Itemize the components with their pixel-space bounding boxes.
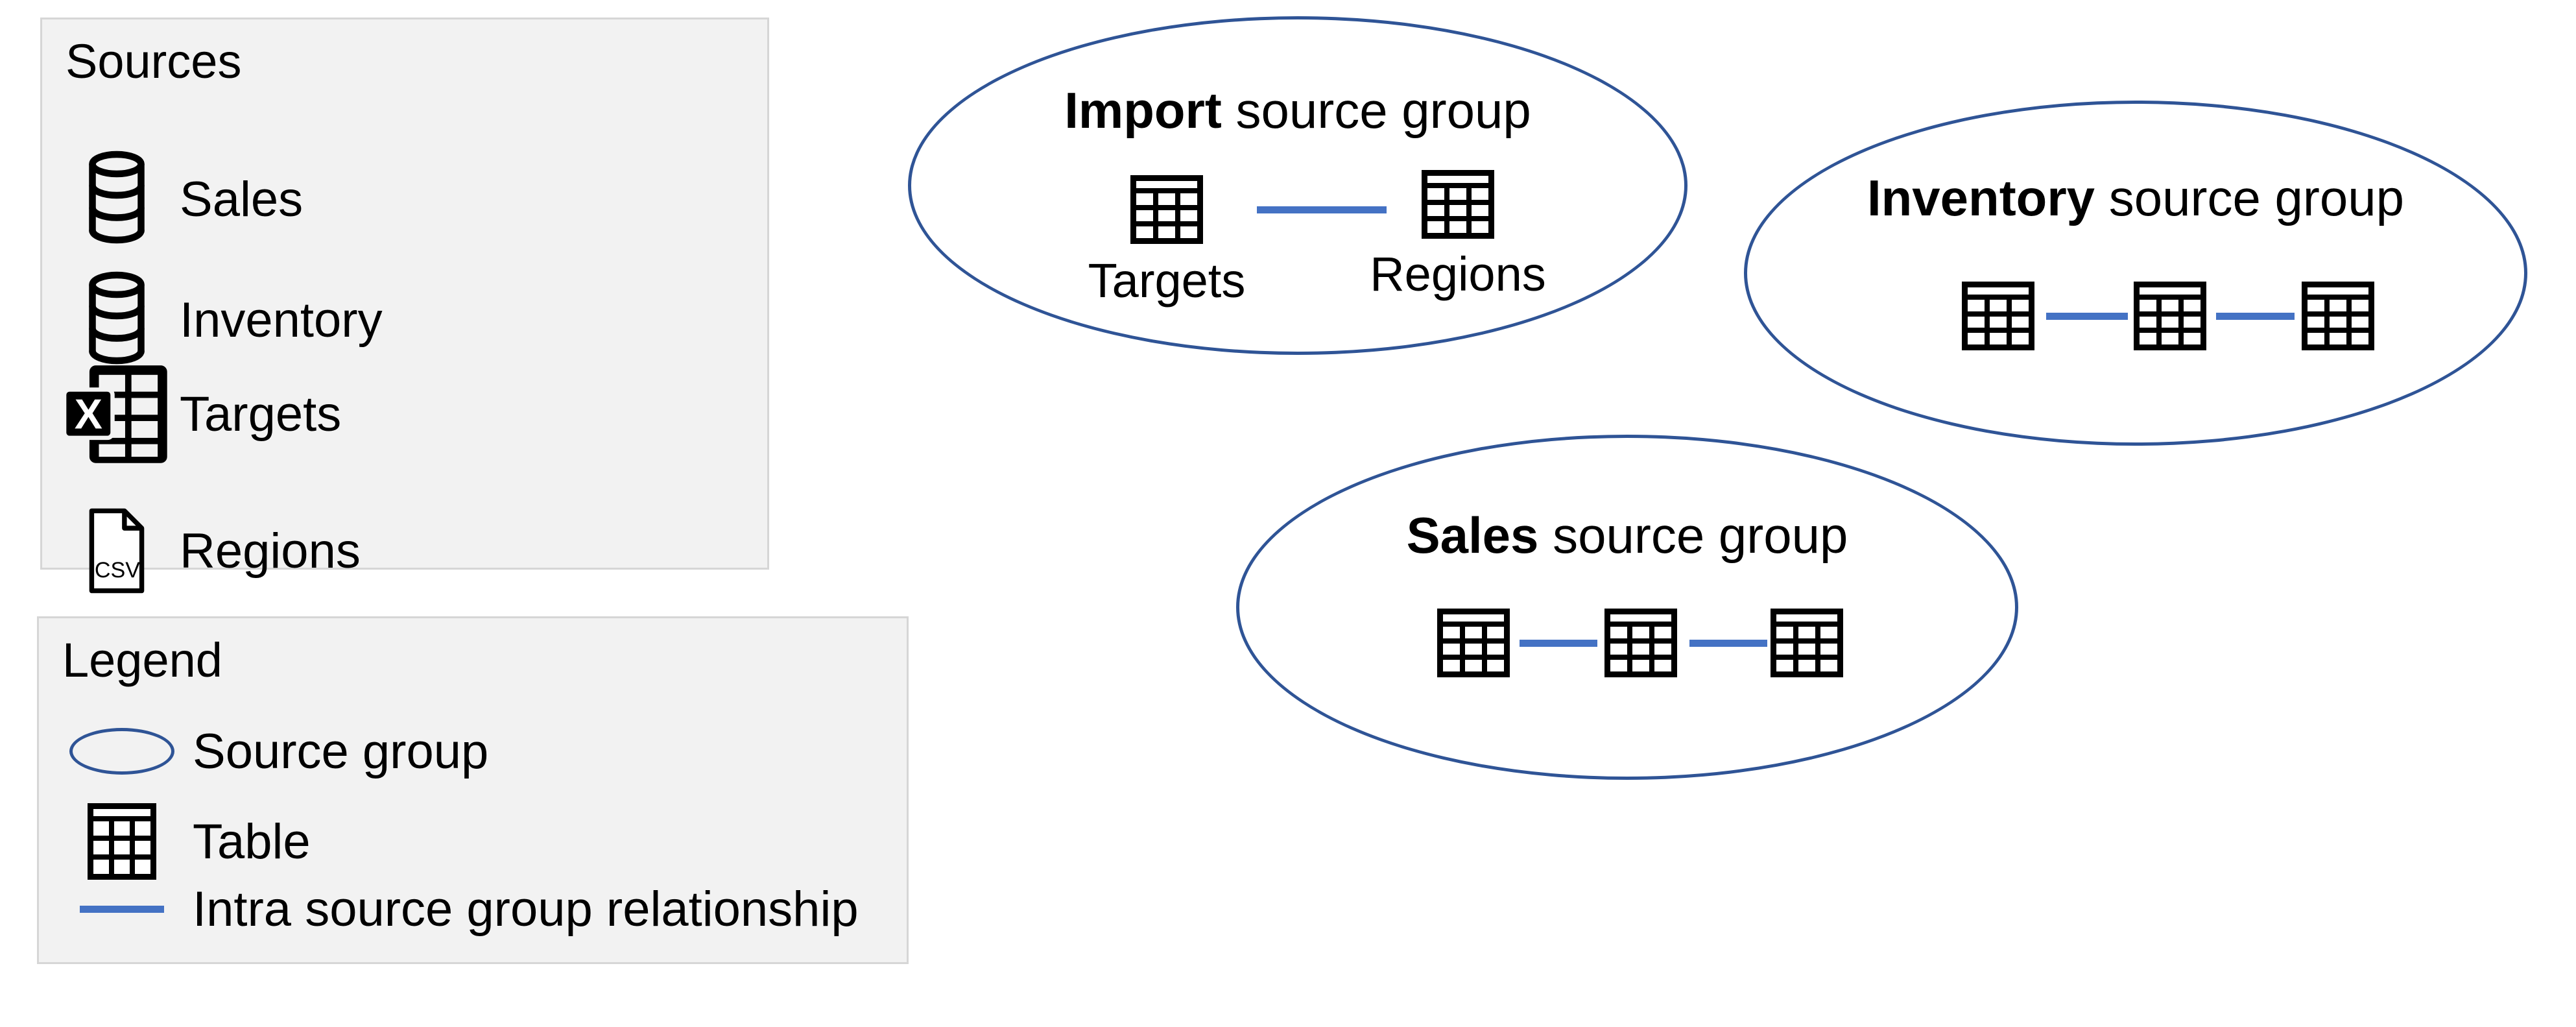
sources-panel-title: Sources bbox=[66, 34, 242, 88]
intra-source-group-relationship-line bbox=[2216, 313, 2295, 320]
sources-panel: Sources Sales Inventory bbox=[40, 18, 769, 594]
table-label: Regions bbox=[1370, 247, 1546, 301]
table-icon bbox=[1771, 609, 1843, 677]
source-item-regions: CSV Regions bbox=[62, 496, 361, 606]
source-item-label: Inventory bbox=[180, 292, 383, 348]
import-source-group-ellipse: Import source group Targets Regions bbox=[908, 16, 1688, 355]
legend-item-source-group: Source group bbox=[58, 709, 488, 793]
excel-workbook-icon: X bbox=[62, 363, 172, 465]
table-icon bbox=[2134, 282, 2206, 350]
import-group-title-bold: Import bbox=[1064, 82, 1222, 139]
source-group-ellipse-icon bbox=[58, 728, 185, 775]
source-item-label: Targets bbox=[180, 386, 342, 442]
source-item-inventory: Inventory bbox=[62, 265, 383, 375]
table-icon bbox=[1962, 282, 2034, 350]
intra-source-group-relationship-line bbox=[1689, 640, 1767, 647]
table-icon bbox=[2302, 282, 2374, 350]
source-item-targets: X Targets bbox=[62, 359, 341, 469]
inventory-group-title-rest: source group bbox=[2108, 169, 2405, 226]
legend-panel: Legend Source group Table Intra source g… bbox=[37, 616, 909, 964]
table-icon bbox=[1437, 609, 1510, 677]
table-label: Targets bbox=[1088, 254, 1246, 308]
table-icon bbox=[58, 803, 185, 880]
legend-item-label: Intra source group relationship bbox=[193, 881, 859, 937]
sales-group-title: Sales source group bbox=[1239, 506, 2015, 565]
inventory-group-title-bold: Inventory bbox=[1866, 169, 2095, 226]
intra-source-group-relationship-line bbox=[1520, 640, 1597, 647]
source-item-sales: Sales bbox=[62, 144, 303, 254]
legend-item-relationship: Intra source group relationship bbox=[58, 867, 859, 951]
sales-group-title-bold: Sales bbox=[1406, 507, 1539, 564]
legend-item-table: Table bbox=[58, 799, 311, 884]
database-icon bbox=[62, 151, 172, 248]
sales-source-group-ellipse: Sales source group bbox=[1236, 435, 2018, 780]
table-icon bbox=[1130, 175, 1203, 244]
legend-item-label: Source group bbox=[193, 723, 489, 779]
sales-group-title-rest: source group bbox=[1553, 507, 1848, 564]
csv-file-icon: CSV bbox=[62, 507, 172, 594]
database-icon bbox=[62, 271, 172, 369]
import-group-title: Import source group bbox=[911, 81, 1684, 140]
import-group-title-rest: source group bbox=[1235, 82, 1531, 139]
intra-source-group-relationship-line bbox=[2046, 313, 2128, 320]
intra-source-group-relationship-line bbox=[1257, 206, 1387, 213]
csv-label-text: CSV bbox=[95, 558, 140, 583]
table-icon bbox=[1604, 609, 1677, 677]
legend-panel-title: Legend bbox=[62, 633, 222, 687]
legend-item-label: Table bbox=[193, 814, 311, 869]
inventory-source-group-ellipse: Inventory source group bbox=[1744, 101, 2527, 446]
source-item-label: Sales bbox=[180, 171, 304, 227]
relationship-line-icon bbox=[58, 905, 185, 913]
excel-x-letter: X bbox=[75, 390, 102, 437]
source-item-label: Regions bbox=[180, 523, 361, 579]
table-icon bbox=[1422, 170, 1494, 239]
inventory-group-title: Inventory source group bbox=[1747, 169, 2524, 228]
